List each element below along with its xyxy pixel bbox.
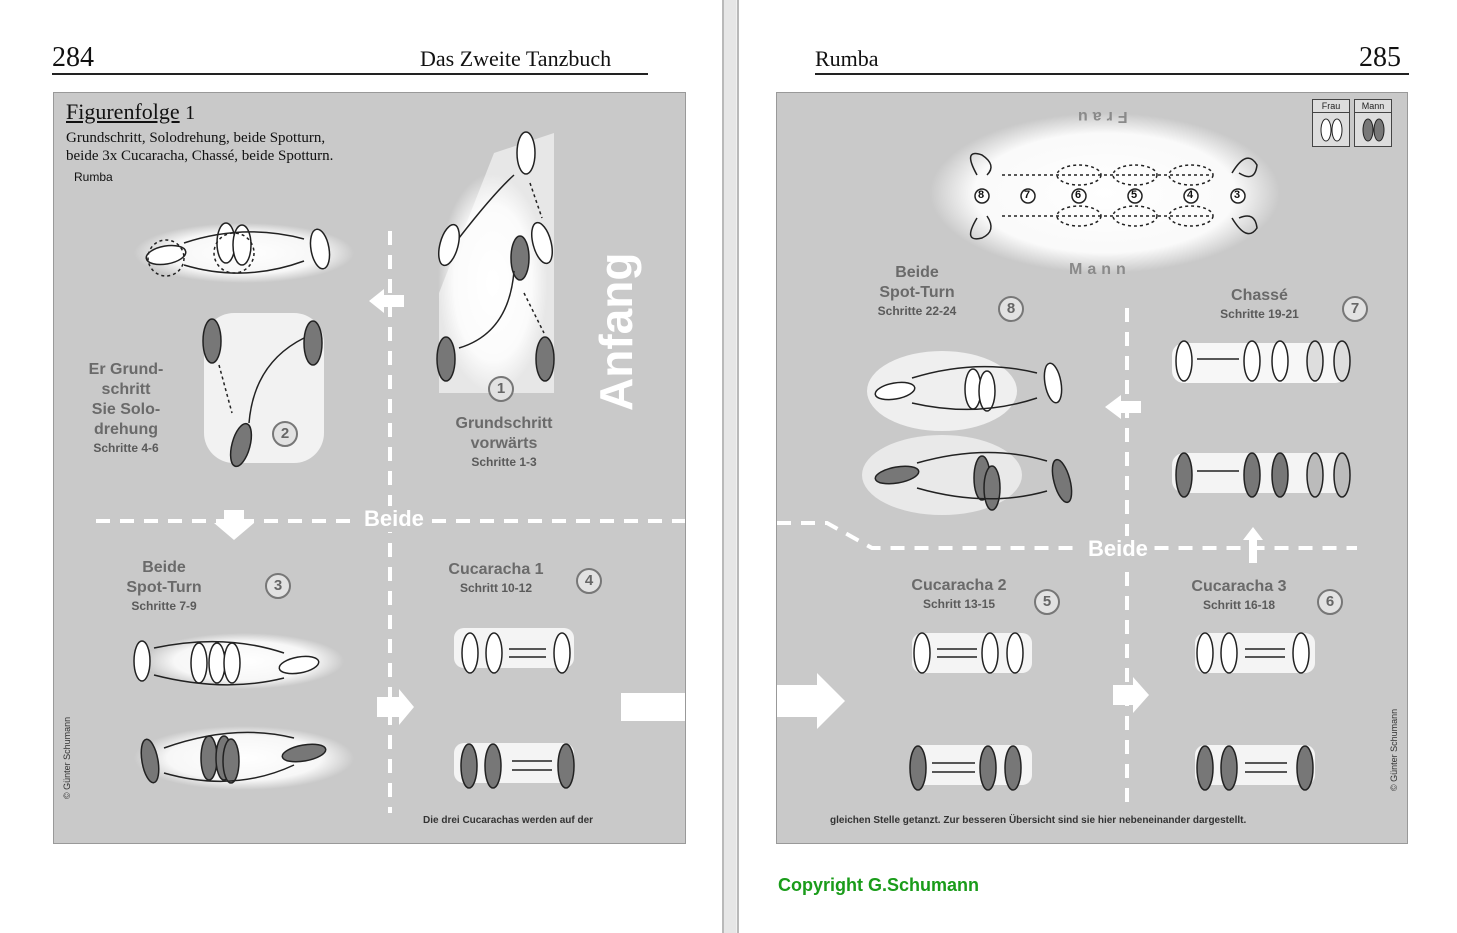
dance-name: Rumba bbox=[74, 170, 113, 184]
step-4-sub: Schritt 10-12 bbox=[459, 581, 533, 595]
side-copyright-right: © Günter Schumann bbox=[1389, 708, 1399, 791]
step-2-title-line-2: schritt bbox=[101, 381, 151, 398]
overview-number-5: 5 bbox=[1131, 189, 1138, 201]
overview-number-3: 3 bbox=[1234, 189, 1241, 201]
page-number-right: 285 bbox=[1359, 42, 1401, 73]
left-page: 284 Das Zweite Tanzbuch bbox=[0, 0, 724, 933]
step-8-number: 8 bbox=[998, 296, 1024, 322]
page-number-left: 284 bbox=[52, 42, 94, 73]
overview-number-7: 7 bbox=[1024, 189, 1031, 201]
both-label-left: Beide bbox=[358, 506, 430, 532]
book-gutter bbox=[724, 0, 736, 933]
footnote-left: Die drei Cucarachas werden auf der bbox=[423, 815, 594, 826]
side-copyright-left: © Günter Schumann bbox=[62, 716, 72, 799]
figure-panel-left: Figurenfolge 1 Grundschritt, Solodrehung… bbox=[53, 92, 686, 844]
figure-title-word: Figurenfolge bbox=[66, 99, 180, 124]
step-2-title-line-4: drehung bbox=[94, 421, 158, 438]
legend-mann-label: Mann bbox=[1355, 100, 1391, 113]
step-3-number: 3 bbox=[265, 573, 291, 599]
step-5-number: 5 bbox=[1034, 589, 1060, 615]
figure-title: Figurenfolge 1 bbox=[66, 99, 195, 125]
copyright-notice: Copyright G.Schumann bbox=[778, 875, 980, 895]
legend-frau: Frau bbox=[1312, 99, 1350, 147]
step-4-label: Cucaracha 1 Schritt 10-12 bbox=[426, 560, 566, 596]
step-2-title-line-3: Sie Solo- bbox=[91, 401, 161, 418]
step-5-sub: Schritt 13-15 bbox=[922, 597, 996, 611]
step-1-title-line-2: vorwärts bbox=[470, 435, 538, 452]
frau-shoes-icon bbox=[1320, 118, 1343, 142]
footstep-diagram-left bbox=[96, 131, 685, 813]
footnote-right: gleichen Stelle getanzt. Zur besseren Üb… bbox=[830, 815, 1247, 826]
legend-mann: Mann bbox=[1354, 99, 1392, 147]
step-6-label: Cucaracha 3 Schritt 16-18 bbox=[1169, 577, 1309, 613]
step-3-title-line-2: Spot-Turn bbox=[126, 579, 202, 596]
step-6-title-line-1: Cucaracha 3 bbox=[1191, 578, 1287, 595]
step-7-number: 7 bbox=[1342, 296, 1368, 322]
right-page: Rumba 285 bbox=[737, 0, 1457, 933]
start-label: Anfang bbox=[590, 252, 642, 411]
step-4-number: 4 bbox=[576, 568, 602, 594]
step-2-sub: Schritte 4-6 bbox=[93, 441, 159, 455]
step-7-sub: Schritte 19-21 bbox=[1220, 307, 1299, 321]
step-1-label: Grundschritt vorwärts Schritte 1-3 bbox=[434, 414, 574, 470]
step-1-sub: Schritte 1-3 bbox=[471, 455, 537, 469]
figure-panel-right: Frau Mann Frau Mann 8 7 6 5 4 3 Beide Sp… bbox=[776, 92, 1408, 844]
both-label-right: Beide bbox=[1082, 536, 1154, 562]
header-rule bbox=[52, 73, 648, 75]
step-2-label: Er Grund- schritt Sie Solo- drehung Schr… bbox=[66, 360, 186, 456]
step-3-label: Beide Spot-Turn Schritte 7-9 bbox=[104, 558, 224, 614]
step-2-number: 2 bbox=[272, 421, 298, 447]
step-1-title-line-1: Grundschritt bbox=[455, 415, 553, 432]
step-7-label: Chassé Schritte 19-21 bbox=[1192, 286, 1327, 322]
step-8-title-line-1: Beide bbox=[895, 264, 939, 281]
header-rule-right bbox=[815, 73, 1409, 75]
step-5-label: Cucaracha 2 Schritt 13-15 bbox=[889, 576, 1029, 612]
figure-description-line-2: beide 3x Cucaracha, Chassé, beide Spottu… bbox=[66, 148, 334, 164]
step-5-title-line-1: Cucaracha 2 bbox=[911, 577, 1007, 594]
figure-title-number: 1 bbox=[185, 102, 196, 124]
step-8-title-line-2: Spot-Turn bbox=[879, 284, 955, 301]
overview-number-4: 4 bbox=[1187, 189, 1194, 201]
overview-frau-label: Frau bbox=[1073, 108, 1128, 125]
step-6-number: 6 bbox=[1317, 589, 1343, 615]
step-1-number: 1 bbox=[488, 376, 514, 402]
figure-description: Grundschritt, Solodrehung, beide Spottur… bbox=[66, 129, 333, 165]
step-8-label: Beide Spot-Turn Schritte 22-24 bbox=[847, 263, 987, 319]
step-6-sub: Schritt 16-18 bbox=[1202, 598, 1276, 612]
legend-frau-label: Frau bbox=[1313, 100, 1349, 113]
mann-shoes-icon bbox=[1362, 118, 1385, 142]
footstep-diagram-right bbox=[777, 113, 1357, 803]
step-3-sub: Schritte 7-9 bbox=[131, 599, 197, 613]
step-3-title-line-1: Beide bbox=[142, 559, 186, 576]
chapter-title: Rumba bbox=[815, 46, 879, 71]
book-title: Das Zweite Tanzbuch bbox=[420, 46, 612, 71]
overview-mann-label: Mann bbox=[1069, 261, 1131, 278]
step-8-sub: Schritte 22-24 bbox=[877, 304, 957, 318]
overview-number-8: 8 bbox=[978, 189, 985, 201]
step-4-title-line-1: Cucaracha 1 bbox=[448, 561, 544, 578]
step-2-title-line-1: Er Grund- bbox=[88, 361, 164, 378]
step-7-title-line-1: Chassé bbox=[1231, 287, 1288, 304]
overview-number-6: 6 bbox=[1075, 189, 1082, 201]
figure-description-line-1: Grundschritt, Solodrehung, beide Spottur… bbox=[66, 130, 326, 146]
